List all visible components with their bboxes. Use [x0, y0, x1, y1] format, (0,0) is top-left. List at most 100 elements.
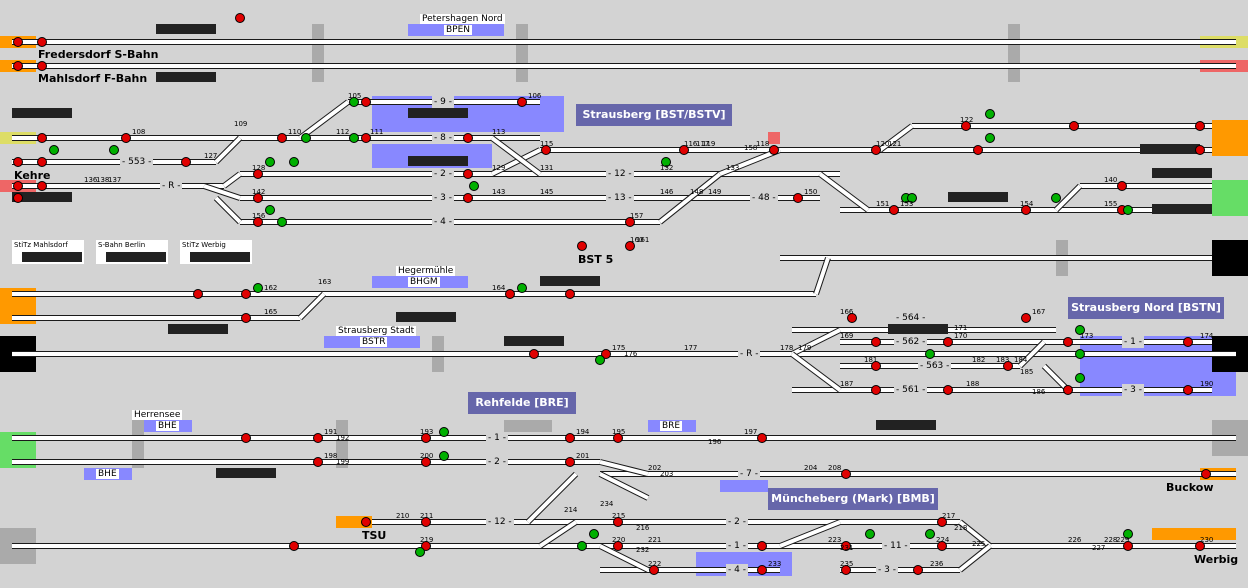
signal-red-icon[interactable] — [541, 145, 551, 155]
signal-red-icon[interactable] — [37, 133, 47, 143]
signal-green-icon[interactable] — [439, 427, 449, 437]
signal-green-icon[interactable] — [1075, 325, 1085, 335]
signal-green-icon[interactable] — [277, 217, 287, 227]
signal-red-icon[interactable] — [1201, 469, 1211, 479]
track-segment[interactable] — [214, 196, 242, 224]
signal-green-icon[interactable] — [1051, 193, 1061, 203]
signal-red-icon[interactable] — [121, 133, 131, 143]
signal-green-icon[interactable] — [925, 529, 935, 539]
signal-red-icon[interactable] — [13, 181, 23, 191]
track-segment[interactable] — [599, 460, 649, 476]
signal-green-icon[interactable] — [265, 157, 275, 167]
track-segment[interactable] — [214, 136, 242, 164]
signal-red-icon[interactable] — [871, 337, 881, 347]
signal-red-icon[interactable] — [871, 361, 881, 371]
signal-red-icon[interactable] — [937, 517, 947, 527]
signal-red-icon[interactable] — [1183, 385, 1193, 395]
track-segment[interactable] — [526, 472, 578, 524]
signal-red-icon[interactable] — [793, 193, 803, 203]
signal-red-icon[interactable] — [841, 541, 851, 551]
track-segment[interactable] — [599, 544, 649, 572]
signal-red-icon[interactable] — [577, 241, 587, 251]
signal-red-icon[interactable] — [529, 349, 539, 359]
signal-green-icon[interactable] — [925, 349, 935, 359]
signal-red-icon[interactable] — [847, 313, 857, 323]
signal-green-icon[interactable] — [1075, 373, 1085, 383]
signal-red-icon[interactable] — [1021, 313, 1031, 323]
signal-green-icon[interactable] — [595, 355, 605, 365]
track-segment[interactable] — [1042, 364, 1070, 392]
signal-green-icon[interactable] — [49, 145, 59, 155]
signal-red-icon[interactable] — [421, 541, 431, 551]
signal-red-icon[interactable] — [937, 541, 947, 551]
signal-red-icon[interactable] — [421, 457, 431, 467]
signal-red-icon[interactable] — [913, 565, 923, 575]
signal-red-icon[interactable] — [1195, 541, 1205, 551]
signal-red-icon[interactable] — [871, 385, 881, 395]
signal-green-icon[interactable] — [253, 283, 263, 293]
track-segment[interactable] — [818, 172, 870, 212]
signal-red-icon[interactable] — [1123, 541, 1133, 551]
signal-red-icon[interactable] — [601, 349, 611, 359]
signal-green-icon[interactable] — [661, 157, 671, 167]
track-segment[interactable] — [222, 172, 242, 188]
track-segment[interactable] — [958, 544, 992, 572]
signal-red-icon[interactable] — [769, 145, 779, 155]
signal-red-icon[interactable] — [463, 193, 473, 203]
signal-green-icon[interactable] — [469, 181, 479, 191]
signal-green-icon[interactable] — [907, 193, 917, 203]
signal-green-icon[interactable] — [577, 541, 587, 551]
signal-red-icon[interactable] — [313, 457, 323, 467]
signal-red-icon[interactable] — [241, 289, 251, 299]
signal-red-icon[interactable] — [13, 61, 23, 71]
signal-green-icon[interactable] — [439, 451, 449, 461]
track-segment[interactable] — [491, 148, 541, 176]
signal-red-icon[interactable] — [241, 433, 251, 443]
signal-red-icon[interactable] — [13, 37, 23, 47]
signal-red-icon[interactable] — [37, 37, 47, 47]
signal-green-icon[interactable] — [265, 205, 275, 215]
signal-red-icon[interactable] — [841, 565, 851, 575]
signal-red-icon[interactable] — [361, 97, 371, 107]
signal-red-icon[interactable] — [613, 433, 623, 443]
signal-red-icon[interactable] — [973, 145, 983, 155]
signal-red-icon[interactable] — [1021, 205, 1031, 215]
signal-red-icon[interactable] — [565, 433, 575, 443]
signal-red-icon[interactable] — [241, 313, 251, 323]
signal-red-icon[interactable] — [649, 565, 659, 575]
signal-red-icon[interactable] — [421, 517, 431, 527]
track-segment[interactable] — [658, 172, 722, 224]
signal-red-icon[interactable] — [1063, 385, 1073, 395]
signal-red-icon[interactable] — [235, 13, 245, 23]
signal-red-icon[interactable] — [37, 181, 47, 191]
signal-green-icon[interactable] — [985, 109, 995, 119]
signal-red-icon[interactable] — [757, 565, 767, 575]
signal-red-icon[interactable] — [871, 145, 881, 155]
signal-red-icon[interactable] — [565, 457, 575, 467]
signal-red-icon[interactable] — [757, 433, 767, 443]
signal-red-icon[interactable] — [463, 133, 473, 143]
signal-red-icon[interactable] — [757, 541, 767, 551]
signal-red-icon[interactable] — [943, 337, 953, 347]
signal-red-icon[interactable] — [1063, 337, 1073, 347]
signal-red-icon[interactable] — [193, 289, 203, 299]
track-segment[interactable] — [298, 100, 350, 140]
signal-red-icon[interactable] — [625, 217, 635, 227]
signal-green-icon[interactable] — [1075, 349, 1085, 359]
track-segment[interactable] — [878, 124, 914, 152]
signal-red-icon[interactable] — [463, 169, 473, 179]
signal-red-icon[interactable] — [1117, 181, 1127, 191]
signal-green-icon[interactable] — [517, 283, 527, 293]
signal-red-icon[interactable] — [13, 157, 23, 167]
signal-red-icon[interactable] — [517, 97, 527, 107]
signal-red-icon[interactable] — [565, 289, 575, 299]
signal-green-icon[interactable] — [289, 157, 299, 167]
signal-red-icon[interactable] — [625, 241, 635, 251]
track-segment[interactable] — [958, 520, 992, 548]
signal-green-icon[interactable] — [415, 547, 425, 557]
signal-red-icon[interactable] — [1195, 145, 1205, 155]
track-segment[interactable] — [1054, 184, 1082, 212]
signal-red-icon[interactable] — [37, 61, 47, 71]
signal-green-icon[interactable] — [1123, 529, 1133, 539]
signal-red-icon[interactable] — [253, 193, 263, 203]
